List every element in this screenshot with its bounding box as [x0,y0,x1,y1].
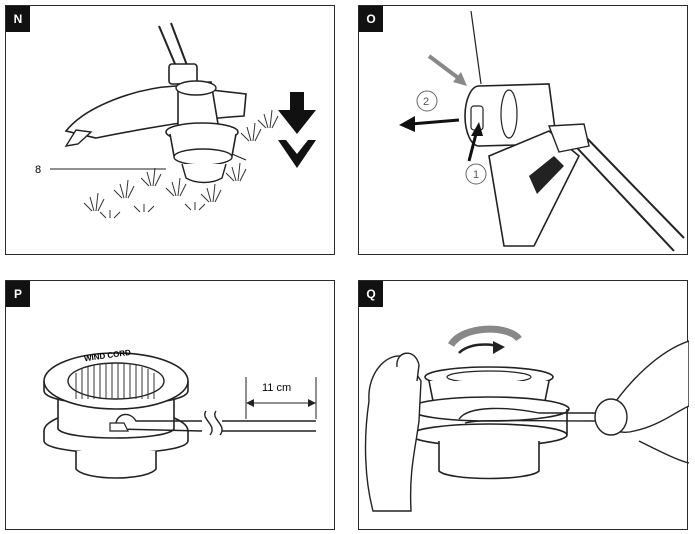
panel-n-label: N [6,6,30,32]
panel-n-illustration: 8 [35,22,316,219]
part-number-8: 8 [35,164,41,176]
panel-q-label: Q [359,281,383,307]
double-down-arrow-icon [278,92,316,168]
curved-rotate-arrow-icon [448,325,522,354]
panel-p-illustration: WIND CORD 11 cm [43,348,317,479]
step-2-number: 2 [423,96,429,108]
panel-o: O 2 1 [358,5,688,255]
panel-q: Q [358,280,689,530]
panel-p: P WIND CORD [5,280,335,530]
panel-o-label: O [359,6,383,32]
panel-o-illustration: 2 1 [399,10,685,252]
measurement-label: 11 cm [262,382,291,394]
left-arrow-icon [399,116,460,132]
step-1-number: 1 [473,169,479,181]
panel-p-label: P [6,281,30,307]
panel-n: N 8 [5,5,335,255]
panel-q-illustration [364,325,689,512]
